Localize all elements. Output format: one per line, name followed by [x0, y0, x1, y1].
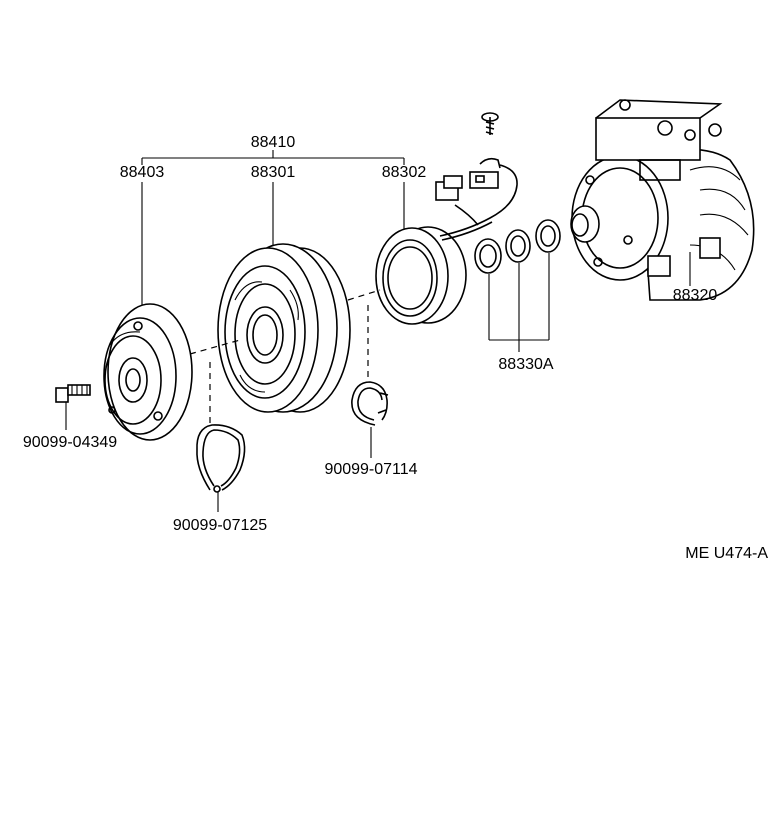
figure-code: ME U474-A [685, 545, 768, 562]
assembly-bracket [141, 150, 405, 305]
stator-88302 [375, 226, 467, 325]
label-88410: 88410 [251, 134, 296, 151]
bolt-icon [55, 384, 91, 430]
wire-harness [435, 157, 518, 241]
label-88403: 88403 [120, 164, 165, 181]
snap-ring-large-icon [351, 381, 389, 458]
label-88301: 88301 [251, 164, 296, 181]
label-90099-04349: 90099-04349 [23, 434, 117, 451]
label-88320: 88320 [673, 287, 718, 304]
pressure-plate-88403 [103, 303, 193, 441]
label-90099-07114: 90099-07114 [324, 461, 417, 478]
screw-icon [481, 112, 499, 135]
label-88302: 88302 [382, 164, 427, 181]
shims-88330A [474, 219, 561, 352]
label-88330A: 88330A [498, 356, 553, 373]
pulley-88301 [217, 243, 351, 413]
snap-ring-small-icon [196, 424, 246, 512]
label-90099-07125: 90099-07125 [173, 517, 267, 534]
alignment-lines [189, 289, 381, 425]
compressor-88320 [570, 99, 755, 301]
